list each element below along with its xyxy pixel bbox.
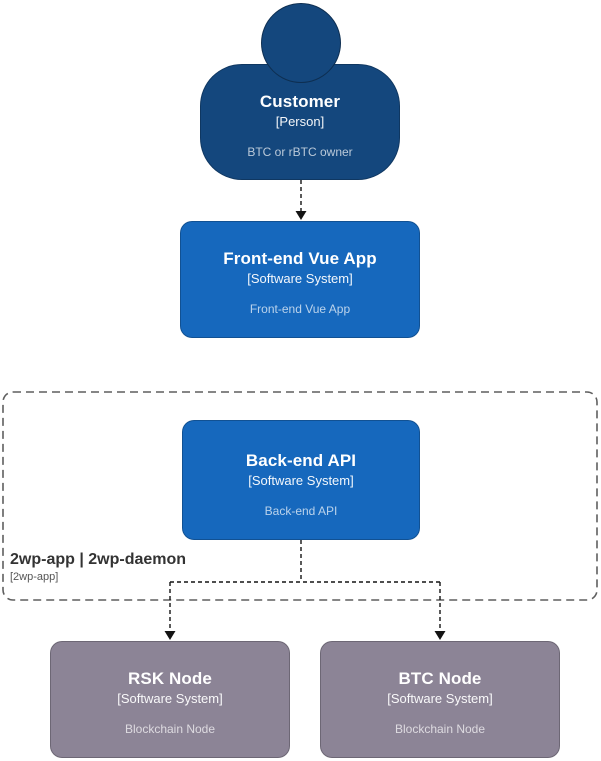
connector-backend-nodes bbox=[169, 540, 441, 631]
boundary-label: 2wp-app | 2wp-daemon [2wp-app] bbox=[10, 551, 186, 583]
app-boundary-outline bbox=[2, 391, 598, 601]
node-title: Back-end API bbox=[245, 451, 357, 470]
arrowhead-frontend-icon bbox=[295, 211, 307, 220]
customer-person-node: Customer [Person] BTC or rBTC owner bbox=[200, 64, 400, 180]
node-type: [Software System] bbox=[117, 691, 223, 706]
node-title: RSK Node bbox=[128, 669, 212, 688]
person-type: [Person] bbox=[275, 114, 325, 129]
node-description: Back-end API bbox=[264, 504, 338, 518]
backend-system-node: Back-end API [Software System] Back-end … bbox=[182, 420, 420, 540]
arrowhead-rsk-icon bbox=[164, 631, 176, 640]
person-head-icon bbox=[261, 3, 341, 83]
frontend-system-node: Front-end Vue App [Software System] Fron… bbox=[180, 221, 420, 338]
boundary-subtitle: [2wp-app] bbox=[10, 571, 59, 583]
node-type: [Software System] bbox=[248, 473, 354, 488]
person-name: Customer bbox=[259, 92, 341, 111]
rsk-node-system-node: RSK Node [Software System] Blockchain No… bbox=[50, 641, 290, 758]
node-description: Blockchain Node bbox=[394, 722, 486, 736]
node-title: BTC Node bbox=[398, 669, 482, 688]
person-description: BTC or rBTC owner bbox=[247, 145, 353, 159]
node-title: Front-end Vue App bbox=[223, 249, 377, 268]
boundary-title: 2wp-app | 2wp-daemon bbox=[10, 551, 187, 568]
node-type: [Software System] bbox=[387, 691, 493, 706]
btc-node-system-node: BTC Node [Software System] Blockchain No… bbox=[320, 641, 560, 758]
arrowhead-btc-icon bbox=[434, 631, 446, 640]
node-type: [Software System] bbox=[247, 271, 353, 286]
node-description: Front-end Vue App bbox=[249, 302, 351, 316]
node-description: Blockchain Node bbox=[124, 722, 216, 736]
